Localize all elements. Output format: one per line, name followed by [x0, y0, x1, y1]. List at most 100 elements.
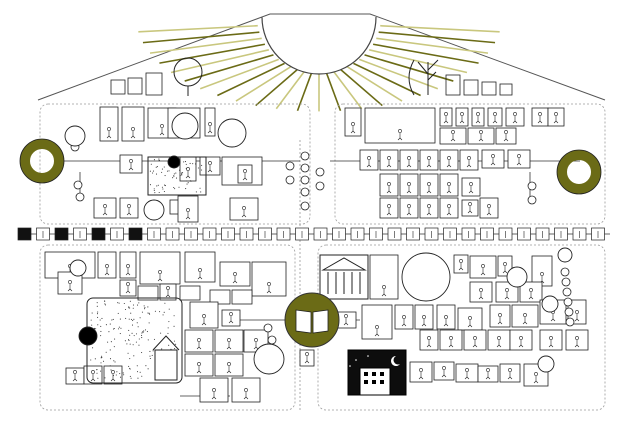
storyboard-panel	[122, 107, 144, 141]
speckle	[153, 171, 154, 172]
speckle	[190, 180, 191, 181]
speckle	[188, 182, 189, 183]
storyboard-panel	[120, 252, 136, 278]
storyboard-panel	[180, 286, 200, 300]
speckle	[113, 360, 114, 361]
speckle	[168, 327, 169, 328]
speckle	[180, 175, 181, 176]
speckle	[148, 339, 149, 340]
speckle	[138, 345, 139, 346]
storyboard-panel	[380, 174, 398, 196]
speckle	[128, 307, 129, 308]
sun-ray	[138, 26, 257, 32]
speckle	[179, 170, 180, 171]
speckle	[158, 185, 159, 186]
chain-node	[528, 196, 536, 204]
speckle	[114, 328, 115, 329]
speckle	[129, 358, 130, 359]
storyboard-panel	[120, 198, 138, 218]
storyboard-panel	[437, 305, 455, 329]
speckle	[186, 168, 187, 169]
storyboard-panel	[488, 108, 502, 126]
storyboard-panel	[232, 290, 252, 304]
speckle	[133, 319, 134, 320]
speckle	[123, 374, 124, 375]
speckle	[137, 378, 138, 379]
storyboard-panel	[440, 128, 466, 144]
storyboard-panel	[395, 305, 413, 329]
storyboard-panel	[180, 157, 196, 181]
speckle	[92, 312, 93, 313]
speckle	[139, 338, 140, 339]
speckle	[110, 369, 111, 370]
storyboard-panels	[45, 107, 588, 402]
speckle	[201, 169, 202, 170]
storyboard-panel	[222, 310, 240, 326]
storyboard-panel	[482, 150, 504, 168]
speckle	[110, 324, 111, 325]
speckle	[100, 335, 101, 336]
speckle	[131, 378, 132, 379]
speckle	[169, 309, 170, 310]
strip-panel	[129, 228, 142, 240]
speckle	[140, 317, 141, 318]
speckle	[104, 377, 105, 378]
speckle	[141, 352, 142, 353]
speckle	[154, 339, 155, 340]
speckle	[162, 169, 163, 170]
storyboard-panel	[232, 378, 260, 402]
storyboard-panel	[410, 362, 432, 382]
speckle	[100, 331, 101, 332]
speckle	[134, 335, 135, 336]
speckle	[164, 185, 165, 186]
speckle	[156, 167, 157, 168]
speckle	[119, 303, 120, 304]
speckle	[125, 318, 126, 319]
storyboard-panel	[215, 330, 243, 352]
storyboard-panel	[496, 128, 516, 144]
speckle	[106, 352, 107, 353]
book-icon	[285, 293, 339, 347]
speckle	[200, 188, 201, 189]
speckle	[162, 187, 163, 188]
speckle	[97, 311, 98, 312]
speckle	[149, 314, 150, 315]
speckle	[141, 332, 142, 333]
speckle	[114, 339, 115, 340]
speckle	[136, 342, 137, 343]
speckle	[164, 312, 165, 313]
speckle	[167, 171, 168, 172]
speckle	[97, 302, 98, 303]
speckle	[163, 314, 164, 315]
strip-panel	[92, 228, 105, 240]
storyboard-panel	[440, 330, 462, 350]
storyboard-panel	[230, 198, 258, 220]
strip-panel	[55, 228, 68, 240]
speckle	[164, 303, 165, 304]
storyboard-panel	[440, 108, 452, 126]
speckle	[156, 174, 157, 175]
speckle	[92, 347, 93, 348]
speckle	[97, 313, 98, 314]
speckle	[137, 322, 138, 323]
chain-node	[264, 324, 272, 332]
storyboard-panel	[365, 108, 435, 143]
storyboard-panel	[478, 366, 498, 382]
speckle	[172, 177, 173, 178]
storyboard-panel	[440, 174, 458, 196]
speckle	[161, 348, 162, 349]
speckle	[144, 305, 145, 306]
speckle	[113, 319, 114, 320]
storyboard-panel	[185, 252, 215, 282]
speckle	[110, 358, 111, 359]
speckle	[178, 187, 179, 188]
storyboard-panel	[360, 150, 378, 170]
speckle	[150, 358, 151, 359]
speckle	[128, 330, 129, 331]
storyboard-panel	[470, 256, 496, 278]
chain-node	[316, 182, 324, 190]
speckle	[149, 351, 150, 352]
speckle	[116, 371, 117, 372]
speckle	[147, 312, 148, 313]
